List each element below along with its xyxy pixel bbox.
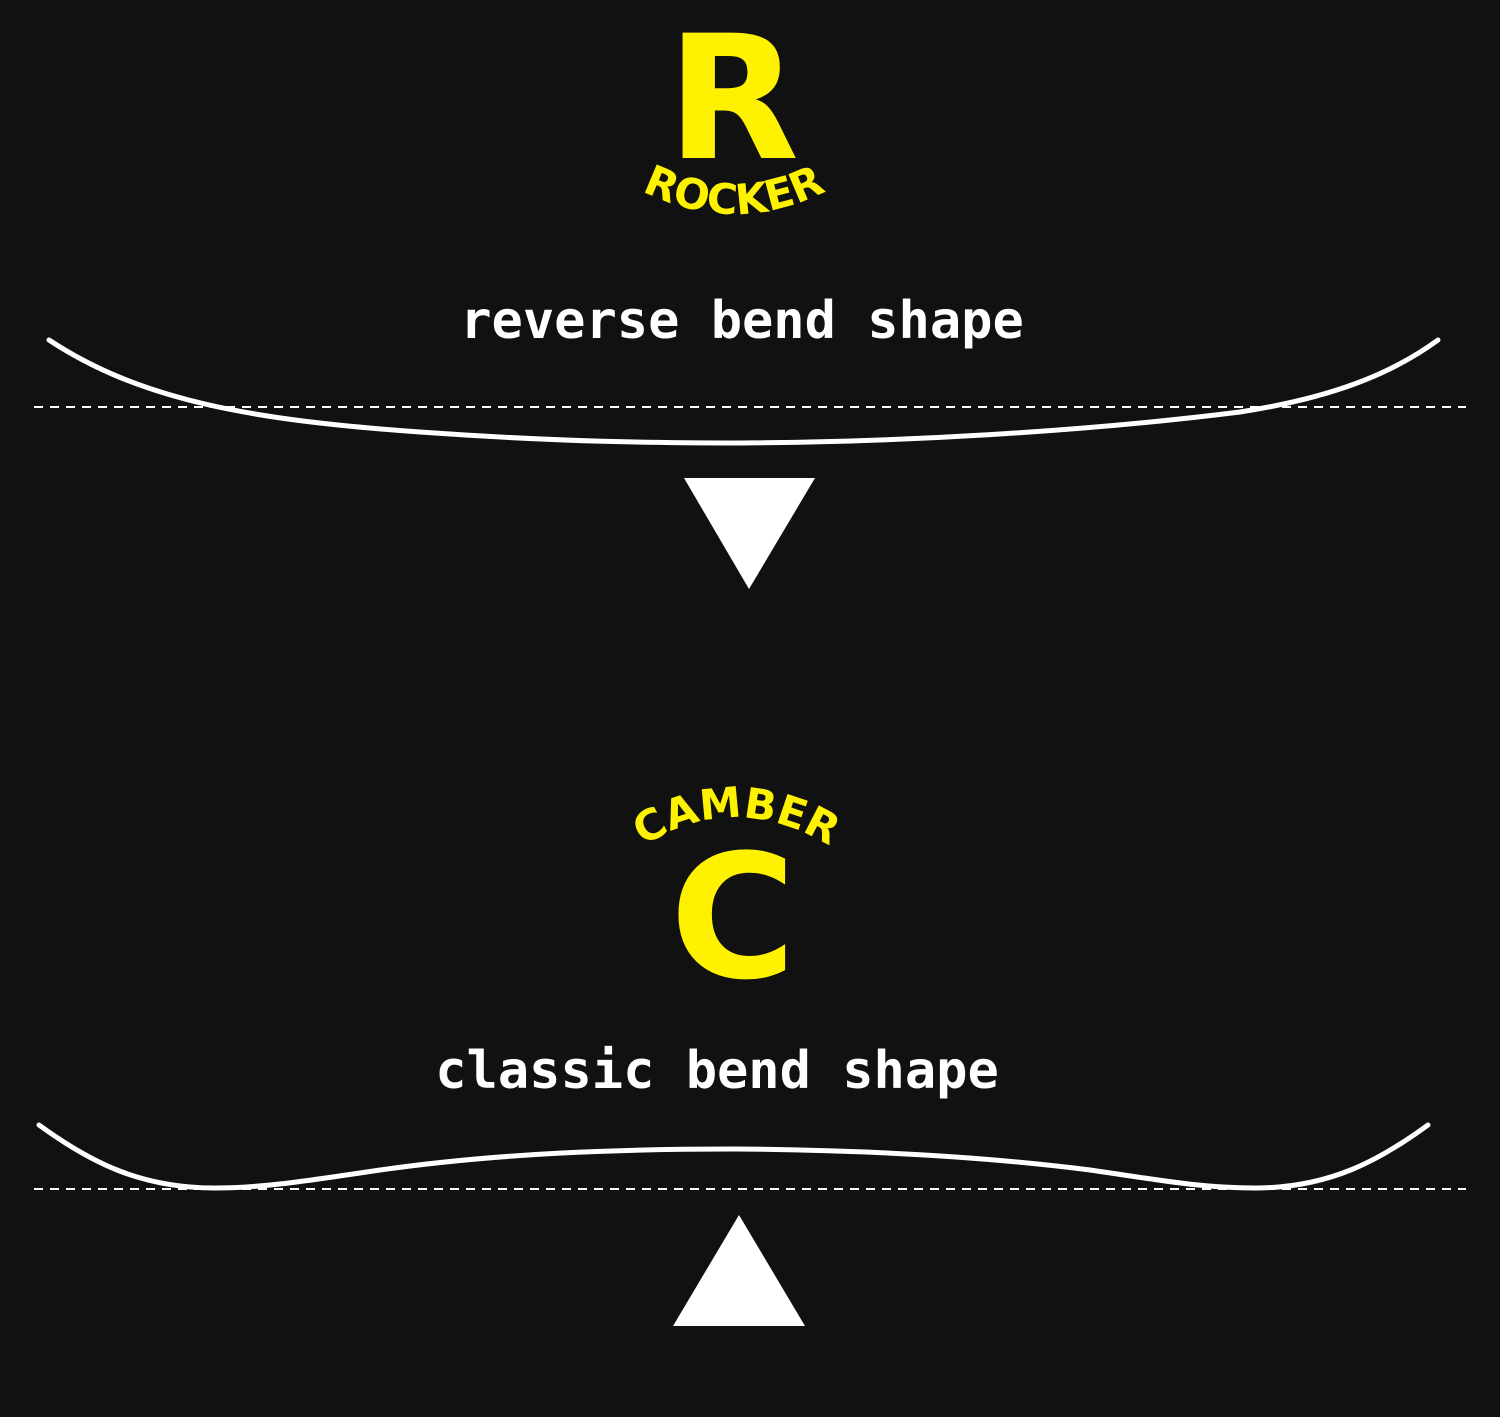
rocker-board-profile xyxy=(46,337,1441,446)
rocker-letter: R xyxy=(667,0,799,199)
camber-board-profile xyxy=(36,1122,1431,1191)
up-triangle-icon xyxy=(673,1215,805,1326)
camber-section: CAMBER C classic bend shape xyxy=(34,777,1466,1326)
rocker-section: R ROCKER reverse bend shape xyxy=(34,0,1466,589)
down-triangle-icon xyxy=(684,478,815,589)
camber-letter: C xyxy=(670,817,796,1018)
camber-caption: classic bend shape xyxy=(435,1041,999,1101)
rocker-caption: reverse bend shape xyxy=(460,291,1024,351)
